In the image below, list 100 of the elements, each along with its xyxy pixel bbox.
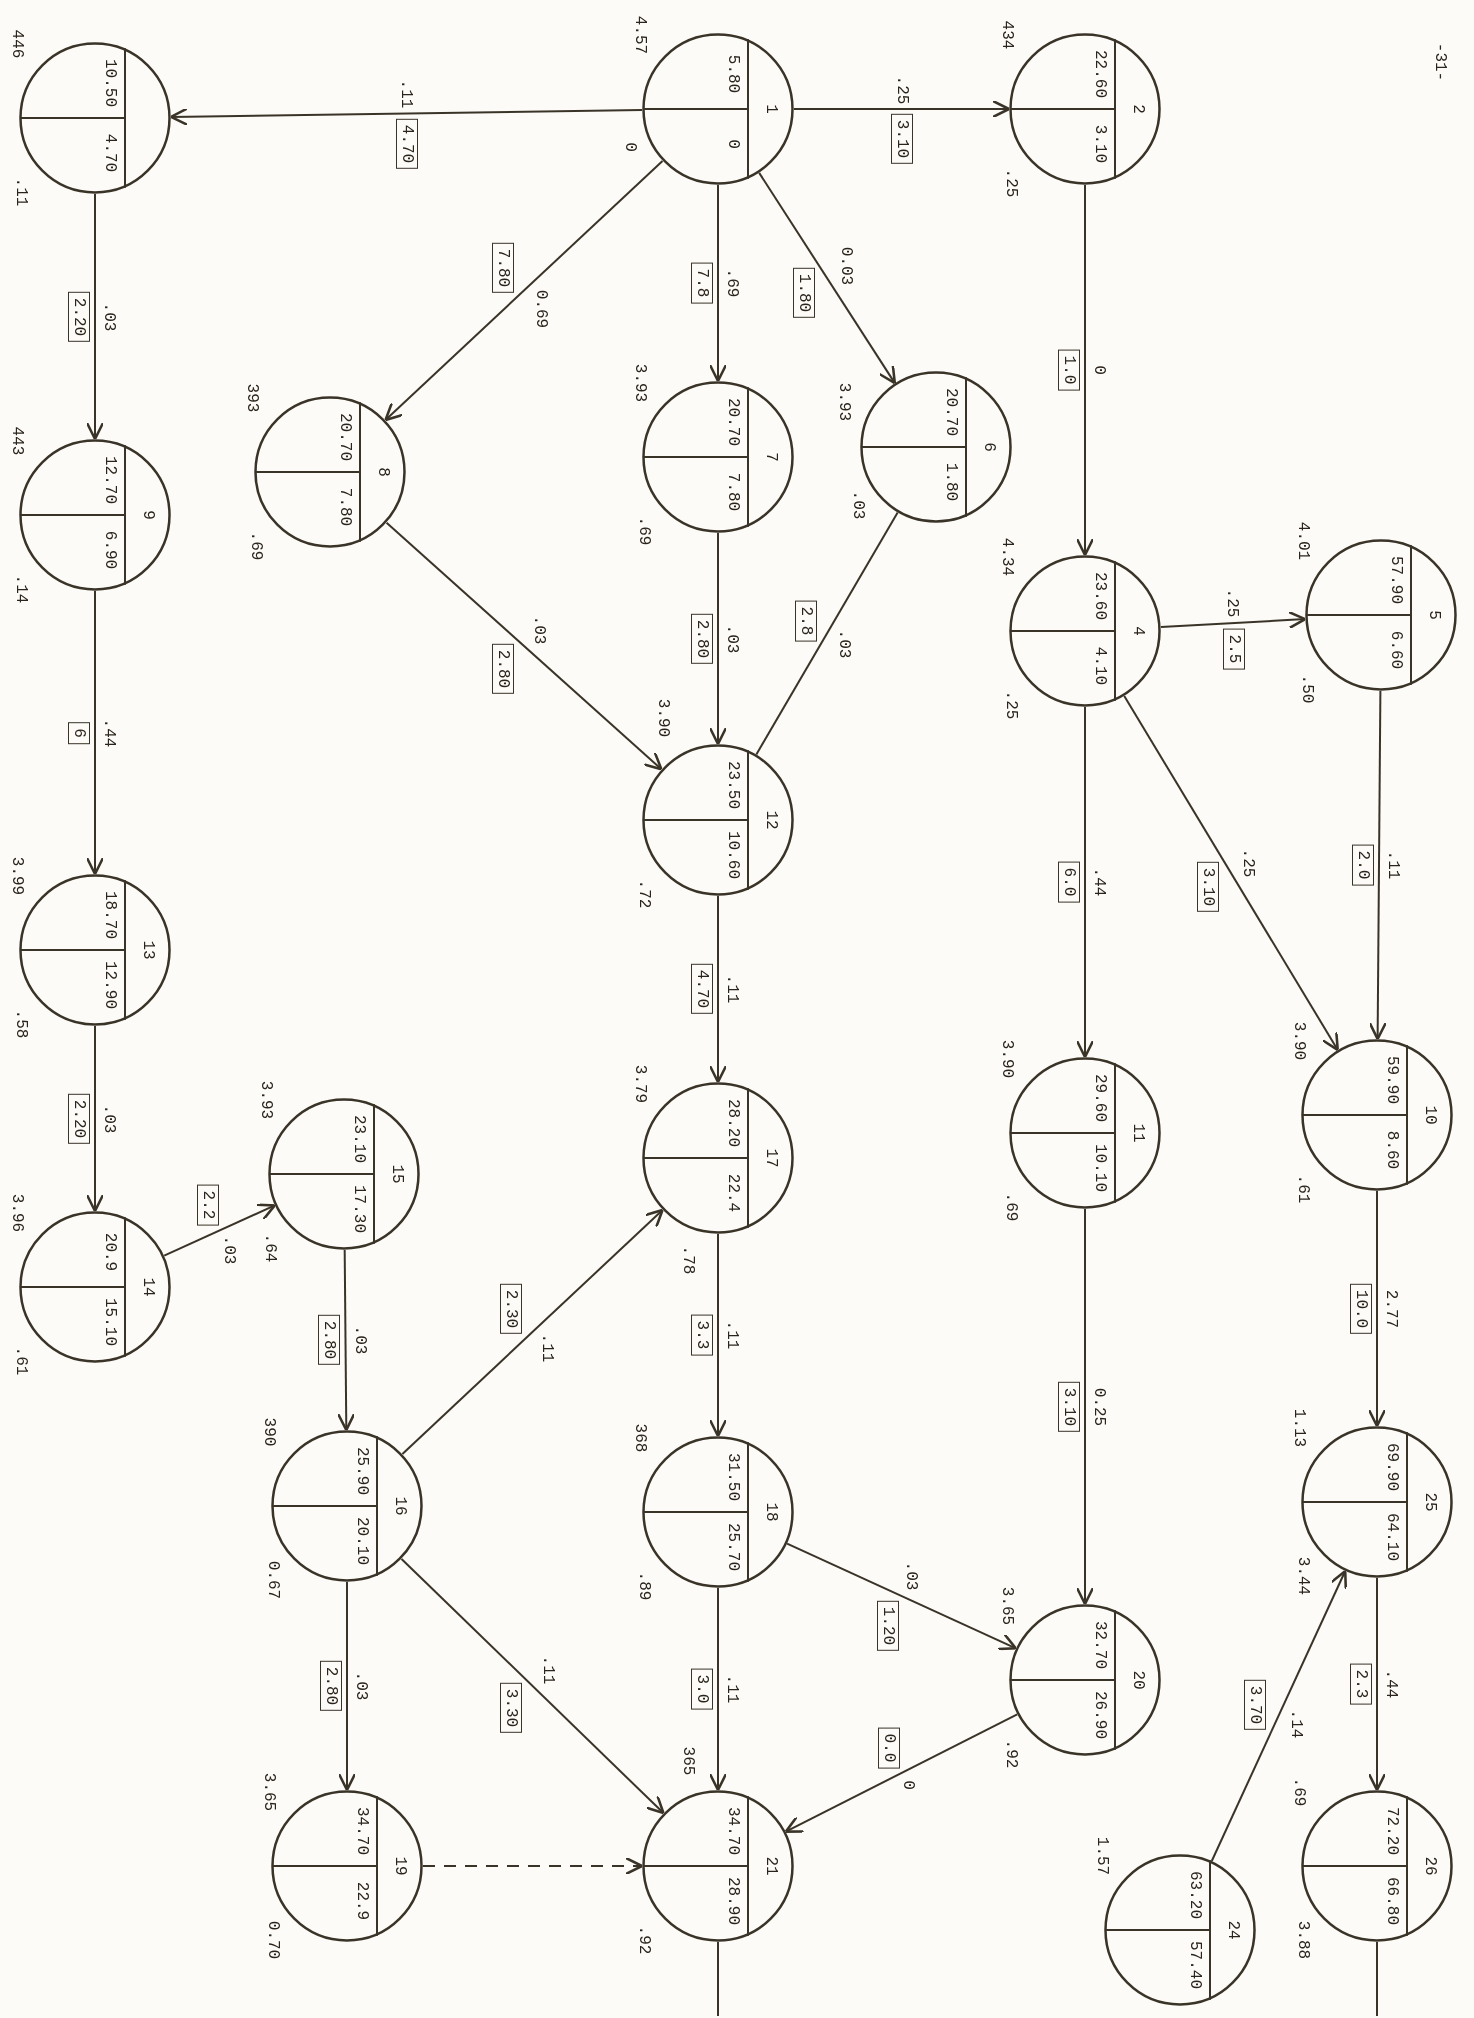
arrow: [163, 1203, 277, 1257]
node-annotation: 443: [8, 426, 26, 456]
node-number: 21: [762, 1856, 780, 1876]
node-value: 7.80: [724, 472, 742, 512]
node-value: 63.20: [1186, 1871, 1204, 1919]
arrow: [400, 1557, 665, 1815]
number-label: .03: [100, 302, 118, 331]
node-annotation: .69: [1002, 1192, 1020, 1222]
arrow: [85, 590, 105, 876]
node-value: 22.9: [353, 1881, 371, 1921]
boxed-edge-label: 2.20: [68, 291, 90, 342]
node-annotation: 0: [621, 142, 639, 152]
number-label: 0: [1090, 365, 1108, 375]
node-annotation: 4.01: [1294, 521, 1312, 561]
boxed-edge-label: 3.10: [890, 114, 913, 165]
node-number: 25: [1421, 1492, 1439, 1512]
node-value: 5.80: [724, 54, 742, 94]
node-annotation: 434: [998, 20, 1016, 50]
number-label: .11: [723, 974, 741, 1004]
node-value: 57.90: [1387, 556, 1405, 604]
boxed-edge-label: 3.70: [1244, 1680, 1267, 1731]
node-annotation: .58: [12, 1009, 30, 1039]
number-label: .25: [892, 75, 911, 104]
node-number: 18: [762, 1502, 780, 1522]
number-label: 0.25: [1090, 1387, 1108, 1426]
page-number: -31-: [1431, 42, 1449, 82]
boxed-edge-label: 2.80: [691, 613, 713, 664]
node-annotation: .72: [635, 879, 653, 909]
node-value: 10.50: [101, 59, 119, 107]
node-annotation: 3.96: [8, 1193, 26, 1233]
number-label: 0.69: [532, 289, 551, 329]
node-annotation: 3.93: [257, 1080, 275, 1120]
node-annotation: 3.65: [260, 1772, 278, 1812]
node-value: 72.20: [1383, 1807, 1401, 1855]
boxed-edge-label: 10.0: [1350, 1283, 1372, 1334]
boxed-edge-label: 2.2: [196, 1184, 219, 1226]
number-label: .03: [723, 624, 741, 653]
node-value: 64.10: [1383, 1513, 1401, 1561]
arrow: [1367, 1190, 1387, 1428]
node-value: 26.90: [1091, 1691, 1109, 1739]
node-annotation: .69: [635, 516, 653, 546]
arrow: [85, 1025, 105, 1213]
node-annotation: .25: [1002, 168, 1020, 198]
boxed-edge-label: 0.0: [877, 1727, 900, 1769]
node-value: 10.10: [1091, 1144, 1109, 1192]
boxed-edge-label: 1.0: [1058, 349, 1080, 391]
node-number: 4: [1129, 626, 1147, 636]
node-annotation: 3.90: [654, 698, 672, 738]
node-annotation: .89: [635, 1571, 653, 1601]
node-value: 1.80: [942, 462, 960, 502]
number-label: .03: [529, 615, 548, 645]
number-label: .44: [1382, 1669, 1400, 1699]
boxed-edge-label: 2.80: [320, 1660, 342, 1712]
arrow: [784, 1713, 1019, 1833]
node-value: 0: [724, 139, 742, 149]
boxed-edge-label: 2.80: [492, 643, 515, 695]
node-annotation: 365: [679, 1746, 697, 1776]
node-number: 20: [1129, 1670, 1147, 1690]
node-annotation: .03: [849, 490, 867, 520]
node-value: 23.10: [350, 1115, 368, 1163]
node-annotation: 0.70: [264, 1920, 282, 1960]
node-value: 66.80: [1383, 1877, 1401, 1925]
arrow: [1075, 184, 1095, 557]
node-annotation: 3.90: [998, 1039, 1016, 1079]
number-label: .44: [1090, 867, 1108, 897]
number-label: .25: [1222, 588, 1241, 618]
arrow: [1123, 695, 1339, 1052]
node-value: 3.10: [1091, 124, 1109, 164]
boxed-edge-label: 7.8: [691, 262, 713, 304]
boxed-edge-label: 2.20: [68, 1093, 90, 1144]
node-annotation: 4.57: [631, 15, 649, 55]
boxed-edge-label: 2.5: [1223, 628, 1246, 670]
boxed-edge-label: 2.3: [1350, 1663, 1372, 1705]
number-label: .11: [723, 1674, 741, 1704]
boxed-edge-label: 2.8: [794, 600, 817, 642]
arrow: [1210, 1569, 1348, 1862]
node-annotation: 4.34: [998, 537, 1016, 577]
node-number: 24: [1224, 1920, 1242, 1940]
boxed-edge-label: 7.80: [491, 242, 514, 294]
node-value: 15.10: [101, 1298, 119, 1346]
node-annotation: .61: [1294, 1174, 1312, 1204]
node-number: 19: [391, 1856, 409, 1876]
arrow: [401, 1208, 664, 1455]
arrow: [708, 532, 728, 746]
node-value: 28.90: [724, 1877, 742, 1925]
node-value: 12.90: [101, 961, 119, 1009]
number-label: 0.03: [837, 246, 856, 285]
node-number: 5: [1425, 610, 1443, 620]
arrow: [708, 1233, 728, 1438]
arrow: [385, 521, 663, 771]
node-number: 13: [139, 940, 157, 960]
node-value: 10.60: [724, 831, 742, 879]
node-value: 8.60: [1383, 1130, 1401, 1170]
number-label: .69: [723, 268, 741, 298]
number-label: .03: [835, 629, 854, 658]
node-number: 1: [762, 104, 780, 114]
node-value: 59.90: [1383, 1056, 1401, 1104]
node-value: 29.60: [1091, 1074, 1109, 1122]
number-label: .11: [538, 1656, 557, 1685]
node-value: 25.90: [353, 1447, 371, 1495]
